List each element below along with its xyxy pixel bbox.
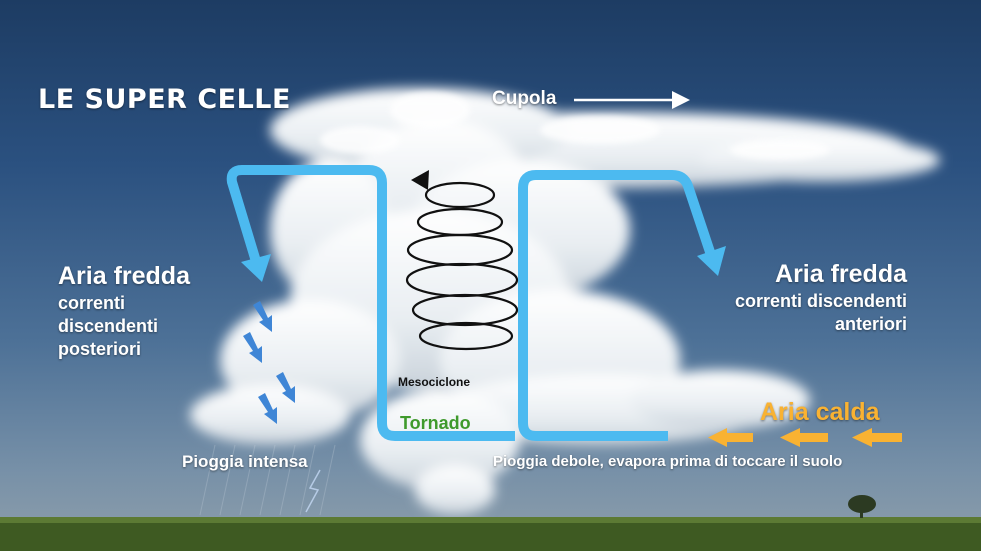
cupola-label: Cupola <box>492 88 556 110</box>
warm-air-label: Aria calda <box>760 398 880 427</box>
cold-air-left-subtitle: correnti discendenti posteriori <box>58 292 158 361</box>
arrow-left-icon <box>780 428 828 447</box>
cold-air-left-title: Aria fredda <box>58 262 190 291</box>
heavy-rain-label: Pioggia intensa <box>182 452 308 472</box>
arrow-left-icon <box>852 428 902 447</box>
warm-air-arrows <box>708 428 902 447</box>
cold-air-right-subtitle: correnti discendenti anteriori <box>735 290 907 336</box>
cold-air-right-title: Aria fredda <box>775 260 907 289</box>
arrow-right-icon <box>574 91 690 109</box>
page-title: LE SUPER CELLE <box>38 84 291 115</box>
tornado-label: Tornado <box>400 413 471 434</box>
light-rain-label: Pioggia debole, evapora prima di toccare… <box>493 453 842 470</box>
arrow-down-icon <box>241 254 271 282</box>
tree-icon <box>848 495 876 518</box>
mesocyclone-label: Mesociclone <box>398 375 470 389</box>
